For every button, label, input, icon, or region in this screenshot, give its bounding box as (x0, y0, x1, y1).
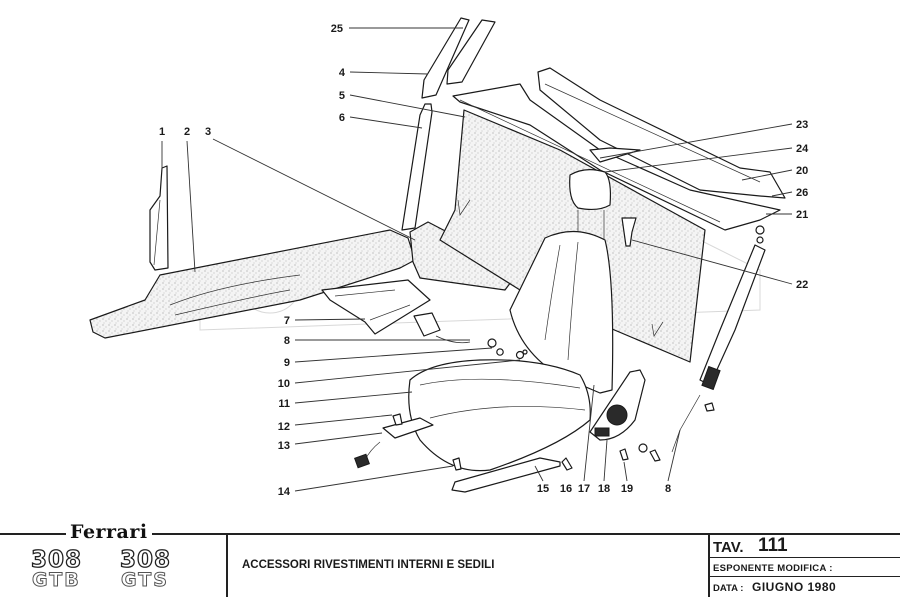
callout-24: 24 (604, 143, 809, 173)
svg-text:2: 2 (184, 126, 190, 138)
callout-3: 3 (205, 126, 416, 241)
callouts: 1 2 3 25 4 5 6 7 (159, 23, 809, 498)
svg-text:13: 13 (278, 440, 290, 452)
model-number-gts: 308 (119, 546, 172, 573)
part-22-headrest-guide (621, 217, 637, 247)
part-6-b-pillar-trim (401, 103, 433, 231)
svg-text:11: 11 (278, 398, 290, 410)
title-block-divider-right (708, 535, 710, 597)
part-18-recliner (589, 369, 646, 441)
svg-text:15: 15 (537, 483, 549, 495)
callout-18: 18 (598, 439, 610, 495)
part-7-floor-plate (321, 279, 431, 335)
callout-23: 23 (599, 119, 808, 159)
svg-text:21: 21 (796, 209, 808, 221)
part-15-seat-runner (451, 457, 561, 493)
callout-21: 21 (766, 209, 808, 221)
svg-text:7: 7 (284, 315, 290, 327)
part-17-seat-backrest (509, 230, 614, 394)
svg-text:19: 19 (621, 483, 633, 495)
part-25-roof-pillar-trim (421, 17, 496, 99)
svg-text:3: 3 (205, 126, 211, 138)
callout-13: 13 (278, 432, 383, 452)
part-24-headrest (569, 169, 612, 240)
callout-10: 10 (278, 359, 521, 390)
part-11-seat-cushion (408, 359, 591, 472)
svg-text:16: 16 (560, 483, 572, 495)
callout-12: 12 (278, 414, 393, 433)
title-block-divider-left (226, 535, 228, 597)
svg-text:22: 22 (796, 279, 808, 291)
svg-text:24: 24 (796, 143, 809, 155)
svg-text:9: 9 (284, 357, 290, 369)
svg-text:10: 10 (278, 378, 290, 390)
callout-8-right: 8 (665, 429, 681, 495)
parts-diagram: 1 2 3 25 4 5 6 7 (89, 17, 809, 498)
svg-text:5: 5 (339, 90, 345, 102)
title-block-row-rule-2 (709, 576, 900, 577)
svg-text:8: 8 (665, 483, 671, 495)
revision-label: ESPONENTE MODIFICA : (713, 563, 833, 574)
drawing-title: ACCESSORI RIVESTIMENTI INTERNI E SEDILI (242, 559, 495, 571)
part-21-rear-shelf (452, 67, 786, 231)
date-value: GIUGNO 1980 (752, 580, 837, 594)
model-variant-gtb: GTB (32, 569, 81, 592)
brand-logo: Ferrari (66, 521, 152, 543)
callout-1: 1 (159, 126, 165, 170)
svg-text:18: 18 (598, 483, 610, 495)
svg-text:23: 23 (796, 119, 808, 131)
callout-16: 16 (560, 483, 572, 495)
table-number: 111 (758, 535, 788, 556)
part-1-pillar-trim (149, 165, 169, 271)
title-block-top-rule (0, 533, 900, 535)
callout-2: 2 (184, 126, 196, 273)
callout-11: 11 (278, 391, 413, 410)
callout-26: 26 (771, 187, 808, 199)
callout-6: 6 (339, 112, 423, 129)
svg-text:20: 20 (796, 165, 808, 177)
svg-text:6: 6 (339, 112, 345, 124)
callout-20: 20 (741, 165, 808, 181)
date-label: DATA : (713, 583, 744, 594)
title-block-row-rule-1 (709, 557, 900, 558)
svg-text:25: 25 (331, 23, 343, 35)
callout-9: 9 (284, 347, 493, 369)
part-13-seat-runner (354, 417, 434, 469)
svg-text:14: 14 (278, 486, 291, 498)
callout-4: 4 (339, 67, 429, 79)
callout-17: 17 (578, 384, 595, 495)
model-number-gtb: 308 (30, 546, 83, 573)
callout-5: 5 (339, 90, 466, 118)
svg-text:26: 26 (796, 187, 808, 199)
callout-15: 15 (534, 465, 549, 495)
callout-25: 25 (331, 23, 463, 35)
svg-text:8: 8 (284, 335, 290, 347)
table-label: TAV. (713, 539, 744, 556)
callout-22: 22 (631, 239, 808, 291)
svg-text:1: 1 (159, 126, 165, 138)
hardware-fasteners (392, 225, 765, 471)
callout-14: 14 (278, 465, 454, 498)
svg-text:17: 17 (578, 483, 590, 495)
svg-text:12: 12 (278, 421, 290, 433)
callout-7: 7 (284, 315, 366, 327)
svg-text:4: 4 (339, 67, 346, 79)
model-variant-gts: GTS (121, 569, 169, 592)
callout-19: 19 (621, 461, 633, 495)
callout-8-left: 8 (284, 335, 470, 347)
